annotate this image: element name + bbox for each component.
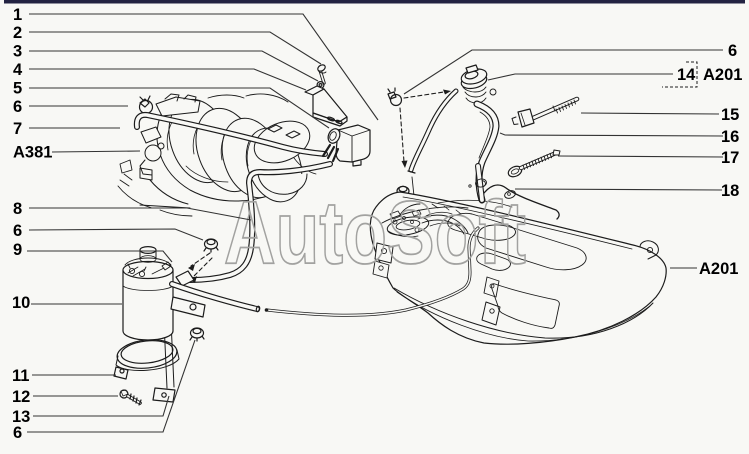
svg-text:16: 16 — [721, 128, 739, 146]
svg-text:12: 12 — [12, 388, 30, 406]
svg-text:1: 1 — [13, 6, 22, 24]
svg-text:4: 4 — [13, 61, 23, 79]
svg-text:11: 11 — [12, 367, 29, 385]
svg-text:2: 2 — [13, 24, 22, 42]
svg-text:6: 6 — [13, 98, 22, 116]
svg-text:18: 18 — [721, 182, 739, 200]
svg-text:A201: A201 — [699, 260, 738, 278]
svg-text:6: 6 — [13, 222, 22, 240]
svg-text:15: 15 — [721, 106, 739, 124]
svg-text:13: 13 — [12, 408, 30, 426]
svg-text:17: 17 — [721, 149, 739, 167]
svg-text:9: 9 — [13, 241, 22, 259]
svg-text:A381: A381 — [13, 144, 52, 162]
svg-text:A201: A201 — [703, 66, 742, 84]
svg-text:8: 8 — [13, 200, 22, 218]
svg-text:6: 6 — [13, 424, 22, 442]
svg-text:6: 6 — [728, 42, 737, 60]
svg-text:AutoSoft: AutoSoft — [224, 182, 526, 282]
svg-text:7: 7 — [13, 120, 22, 138]
svg-text:3: 3 — [13, 43, 22, 61]
svg-text:10: 10 — [12, 294, 30, 312]
svg-text:5: 5 — [13, 80, 22, 98]
svg-text:14: 14 — [677, 66, 696, 84]
